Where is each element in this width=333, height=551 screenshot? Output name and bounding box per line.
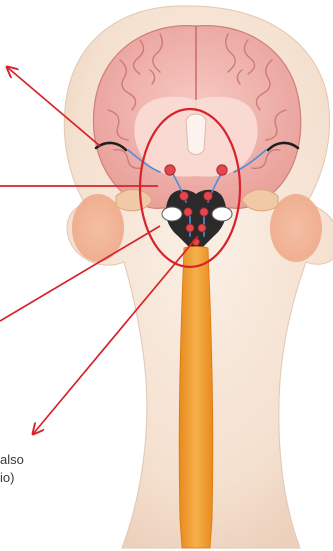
- left-white-oval: [162, 207, 182, 221]
- right-white-oval: [212, 207, 232, 221]
- ventricle: [186, 114, 206, 155]
- spinal-cord: [179, 247, 213, 549]
- caption-fragment-2: io): [0, 470, 14, 486]
- caption-fragment-1: also: [0, 452, 24, 468]
